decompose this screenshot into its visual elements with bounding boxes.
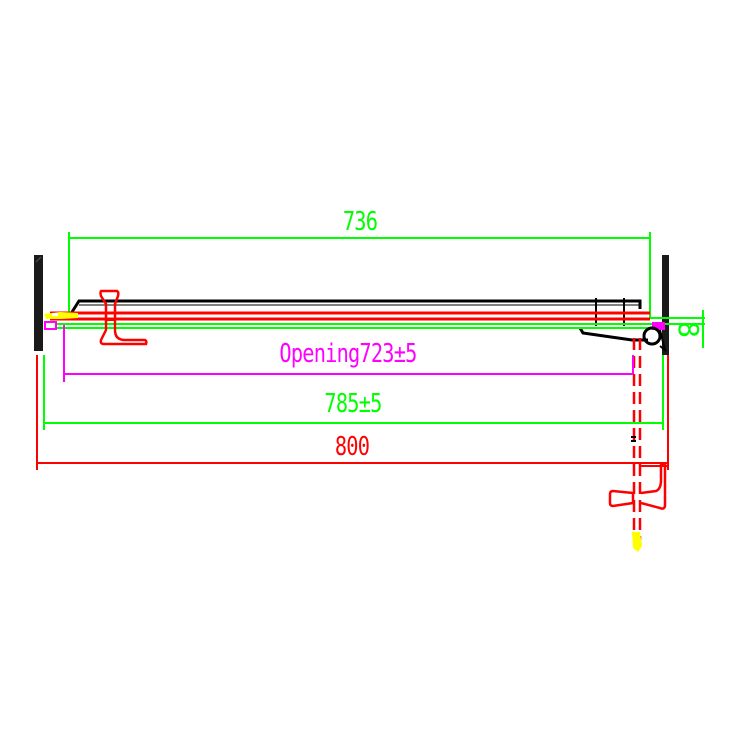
- dimension-785: [43, 355, 664, 430]
- door-handle-left: [99, 289, 148, 346]
- magenta-marker-right: [652, 322, 665, 330]
- dimension-800: [36, 355, 669, 470]
- hinge-pivot: [642, 326, 667, 353]
- sliding-glass-door: [50, 311, 650, 321]
- magenta-marker-left: [44, 321, 57, 330]
- label-800: 800: [334, 432, 370, 462]
- label-glass-thickness: 8: [672, 321, 705, 337]
- door-handle-swung: [608, 463, 667, 510]
- door-open-position: [631, 338, 642, 540]
- magnetic-seal-swung: [632, 532, 642, 552]
- magnetic-seal-left: [44, 312, 78, 319]
- label-opening: Opening723±5: [279, 339, 417, 369]
- label-736: 736: [342, 207, 378, 237]
- dimension-opening: [63, 325, 634, 382]
- right-wall: [662, 255, 669, 355]
- label-785: 785±5: [324, 389, 382, 419]
- dimension-736: [68, 232, 651, 318]
- left-wall: [34, 255, 43, 351]
- fixed-glass-lines: [55, 317, 705, 329]
